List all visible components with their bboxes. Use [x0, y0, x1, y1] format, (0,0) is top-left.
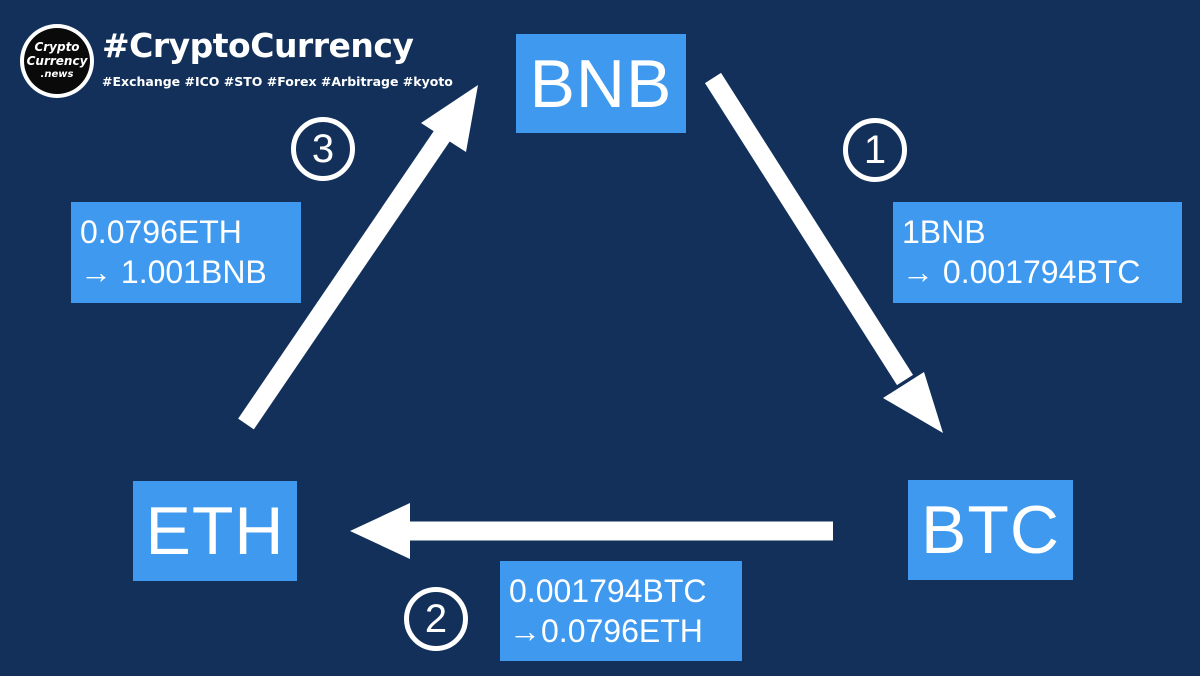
step-1-from: 1BNB — [902, 214, 986, 250]
node-bnb: BNB — [516, 34, 686, 133]
step-label-2: 0.001794BTC →0.0796ETH — [500, 561, 742, 661]
arrow-head-3 — [421, 85, 478, 152]
step-3-to: → 1.001BNB — [80, 254, 267, 290]
arrow-bnb-to-btc — [704, 72, 943, 433]
logo-text-line3: .news — [40, 69, 74, 80]
step-number-3: 3 — [291, 117, 355, 181]
logo-text-line1: Crypto — [34, 40, 80, 54]
step-1-to: → 0.001794BTC — [902, 254, 1141, 290]
step-3-from: 0.0796ETH — [80, 214, 242, 250]
logo-text-line2: Currency — [26, 54, 88, 68]
arrow-eth-to-bnb — [238, 85, 478, 430]
arrow-btc-to-eth — [350, 503, 833, 559]
step-2-from: 0.001794BTC — [509, 573, 707, 609]
step-label-1: 1BNB → 0.001794BTC — [893, 202, 1182, 303]
arrow-shaft-3 — [238, 124, 454, 430]
step-number-2: 2 — [404, 587, 468, 651]
brand-title: #CryptoCurrency — [102, 26, 414, 65]
node-btc: BTC — [908, 480, 1073, 580]
brand-tags: #Exchange #ICO #STO #Forex #Arbitrage #k… — [102, 74, 453, 89]
step-number-1: 1 — [843, 118, 907, 182]
arrow-shaft-1 — [704, 72, 914, 386]
node-eth: ETH — [133, 481, 297, 581]
arrow-head-2 — [350, 503, 410, 559]
arrow-head-1 — [883, 372, 943, 433]
step-label-3: 0.0796ETH → 1.001BNB — [71, 202, 301, 303]
logo-badge: Crypto Currency .news — [24, 28, 90, 94]
brand-logo: Crypto Currency .news — [20, 24, 94, 98]
step-2-to: →0.0796ETH — [509, 613, 703, 649]
